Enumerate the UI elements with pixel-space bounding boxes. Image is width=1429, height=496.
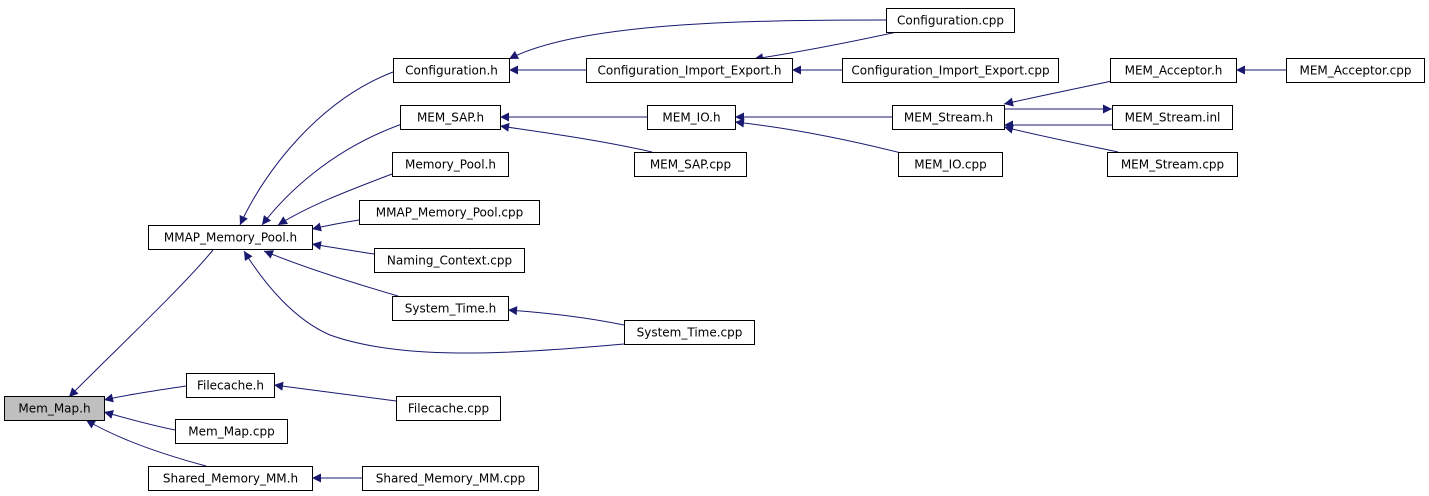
edge-mem-acceptor-h-to-mem-stream-h — [1003, 80, 1113, 107]
node-box-memory-pool-h — [392, 152, 509, 177]
edge-mmap-memory-pool-h-to-mem-map-h — [68, 249, 214, 398]
node-label-mem-map-cpp: Mem_Map.cpp — [188, 425, 274, 439]
node-shared-memory-mm-h[interactable]: Shared_Memory_MM.h — [148, 466, 313, 491]
edge-filecache-h-to-mem-map-h — [103, 385, 187, 403]
node-mem-stream-inl[interactable]: MEM_Stream.inl — [1112, 105, 1233, 130]
node-mem-stream-h[interactable]: MEM_Stream.h — [892, 105, 1005, 130]
node-label-configuration-h: Configuration.h — [405, 64, 498, 78]
node-label-mem-stream-inl: MEM_Stream.inl — [1125, 111, 1221, 125]
node-label-shared-memory-mm-h: Shared_Memory_MM.h — [163, 472, 298, 486]
node-box-configuration-import-export-cpp — [842, 58, 1059, 83]
node-box-mem-sap-h — [400, 105, 501, 130]
node-label-mem-io-h: MEM_IO.h — [662, 111, 720, 125]
node-configuration-import-export-cpp[interactable]: Configuration_Import_Export.cpp — [842, 58, 1059, 83]
node-label-mmap-memory-pool-h: MMAP_Memory_Pool.h — [164, 231, 297, 245]
edge-system-time-cpp-to-system-time-h — [507, 306, 625, 326]
edge-mem-io-cpp-to-mem-io-h — [734, 118, 906, 155]
node-box-system-time-cpp — [624, 320, 755, 345]
node-configuration-h[interactable]: Configuration.h — [393, 58, 510, 83]
node-mem-map-cpp[interactable]: Mem_Map.cpp — [175, 419, 288, 444]
node-box-mmap-memory-pool-cpp — [359, 200, 540, 225]
node-label-filecache-h: Filecache.h — [197, 379, 264, 393]
edges-layer — [68, 19, 1286, 483]
node-label-mem-stream-cpp: MEM_Stream.cpp — [1121, 158, 1224, 172]
node-box-mem-stream-h — [892, 105, 1005, 130]
node-box-system-time-h — [392, 296, 509, 321]
nodes-layer: Mem_Map.h MMAP_Memory_Pool.h Configuration… — [4, 8, 1425, 491]
edge-mem-sap-h-to-mmap-memory-pool-h — [261, 123, 403, 226]
node-label-configuration-import-export-h: Configuration_Import_Export.h — [598, 64, 782, 78]
edge-naming-context-cpp-to-mmap-memory-pool-h — [311, 241, 375, 255]
node-label-naming-context-cpp: Naming_Context.cpp — [387, 254, 512, 268]
edge-mem-map-cpp-to-mem-map-h — [103, 410, 176, 431]
node-box-mem-map-cpp — [175, 419, 288, 444]
node-box-mem-map-h — [4, 396, 105, 421]
edge-shared-memory-mm-h-to-mem-map-h — [85, 419, 207, 467]
node-label-configuration-cpp: Configuration.cpp — [897, 14, 1004, 28]
node-label-configuration-import-export-cpp: Configuration_Import_Export.cpp — [851, 64, 1049, 78]
node-box-configuration-h — [393, 58, 510, 83]
node-mmap-memory-pool-h[interactable]: MMAP_Memory_Pool.h — [148, 225, 313, 250]
node-box-shared-memory-mm-h — [148, 466, 313, 491]
node-system-time-h[interactable]: System_Time.h — [392, 296, 509, 321]
node-box-mem-io-h — [647, 105, 736, 130]
node-mem-io-cpp[interactable]: MEM_IO.cpp — [898, 152, 1003, 177]
node-mem-acceptor-h[interactable]: MEM_Acceptor.h — [1110, 58, 1237, 83]
node-filecache-cpp[interactable]: Filecache.cpp — [396, 396, 501, 421]
edge-mem-sap-cpp-to-mem-sap-h — [499, 122, 653, 153]
edge-configuration-cpp-to-configuration-import-export-h — [753, 31, 898, 63]
node-label-memory-pool-h: Memory_Pool.h — [405, 158, 496, 172]
node-label-filecache-cpp: Filecache.cpp — [408, 402, 489, 416]
node-box-mem-sap-cpp — [634, 152, 747, 177]
edge-configuration-cpp-to-configuration-h — [508, 19, 887, 60]
node-label-mem-io-cpp: MEM_IO.cpp — [914, 158, 986, 172]
node-label-mmap-memory-pool-cpp: MMAP_Memory_Pool.cpp — [376, 206, 523, 220]
node-label-system-time-h: System_Time.h — [405, 302, 497, 316]
node-mem-acceptor-cpp[interactable]: MEM_Acceptor.cpp — [1286, 58, 1425, 83]
edge-mmap-memory-pool-cpp-to-mmap-memory-pool-h — [311, 219, 360, 232]
node-mem-stream-cpp[interactable]: MEM_Stream.cpp — [1107, 152, 1238, 177]
node-label-mem-sap-cpp: MEM_SAP.cpp — [650, 158, 731, 172]
node-box-mem-stream-cpp — [1107, 152, 1238, 177]
node-mem-sap-h[interactable]: MEM_SAP.h — [400, 105, 501, 130]
node-system-time-cpp[interactable]: System_Time.cpp — [624, 320, 755, 345]
node-box-shared-memory-mm-cpp — [362, 466, 539, 491]
node-configuration-import-export-h[interactable]: Configuration_Import_Export.h — [586, 58, 793, 83]
node-shared-memory-mm-cpp[interactable]: Shared_Memory_MM.cpp — [362, 466, 539, 491]
node-box-mem-io-cpp — [898, 152, 1003, 177]
edge-configuration-h-to-mmap-memory-pool-h — [239, 71, 394, 226]
node-label-mem-sap-h: MEM_SAP.h — [417, 111, 484, 125]
node-filecache-h[interactable]: Filecache.h — [186, 373, 275, 398]
node-box-naming-context-cpp — [374, 248, 525, 273]
node-box-mem-acceptor-cpp — [1286, 58, 1425, 83]
node-naming-context-cpp[interactable]: Naming_Context.cpp — [374, 248, 525, 273]
node-label-shared-memory-mm-cpp: Shared_Memory_MM.cpp — [376, 472, 525, 486]
edge-system-time-h-to-mmap-memory-pool-h — [263, 250, 399, 297]
node-label-mem-stream-h: MEM_Stream.h — [904, 111, 993, 125]
edge-filecache-cpp-to-filecache-h — [273, 381, 397, 402]
node-label-mem-acceptor-cpp: MEM_Acceptor.cpp — [1299, 64, 1411, 78]
edge-memory-pool-h-to-mmap-memory-pool-h — [277, 173, 393, 226]
node-box-configuration-import-export-h — [586, 58, 793, 83]
node-box-mem-acceptor-h — [1110, 58, 1237, 83]
node-configuration-cpp[interactable]: Configuration.cpp — [886, 8, 1015, 33]
node-mmap-memory-pool-cpp[interactable]: MMAP_Memory_Pool.cpp — [359, 200, 540, 225]
node-box-mmap-memory-pool-h — [148, 225, 313, 250]
node-mem-io-h[interactable]: MEM_IO.h — [647, 105, 736, 130]
node-box-filecache-cpp — [396, 396, 501, 421]
node-memory-pool-h[interactable]: Memory_Pool.h — [392, 152, 509, 177]
edge-mem-stream-cpp-to-mem-stream-h — [1003, 124, 1119, 153]
node-box-filecache-h — [186, 373, 275, 398]
node-label-mem-acceptor-h: MEM_Acceptor.h — [1125, 64, 1223, 78]
node-label-mem-map-h: Mem_Map.h — [18, 402, 90, 416]
node-mem-sap-cpp[interactable]: MEM_SAP.cpp — [634, 152, 747, 177]
node-label-system-time-cpp: System_Time.cpp — [637, 326, 743, 340]
edge-system-time-cpp-to-mmap-memory-pool-h — [243, 250, 625, 354]
node-box-configuration-cpp — [886, 8, 1015, 33]
node-mem-map-h[interactable]: Mem_Map.h — [4, 396, 105, 421]
node-box-mem-stream-inl — [1112, 105, 1233, 130]
